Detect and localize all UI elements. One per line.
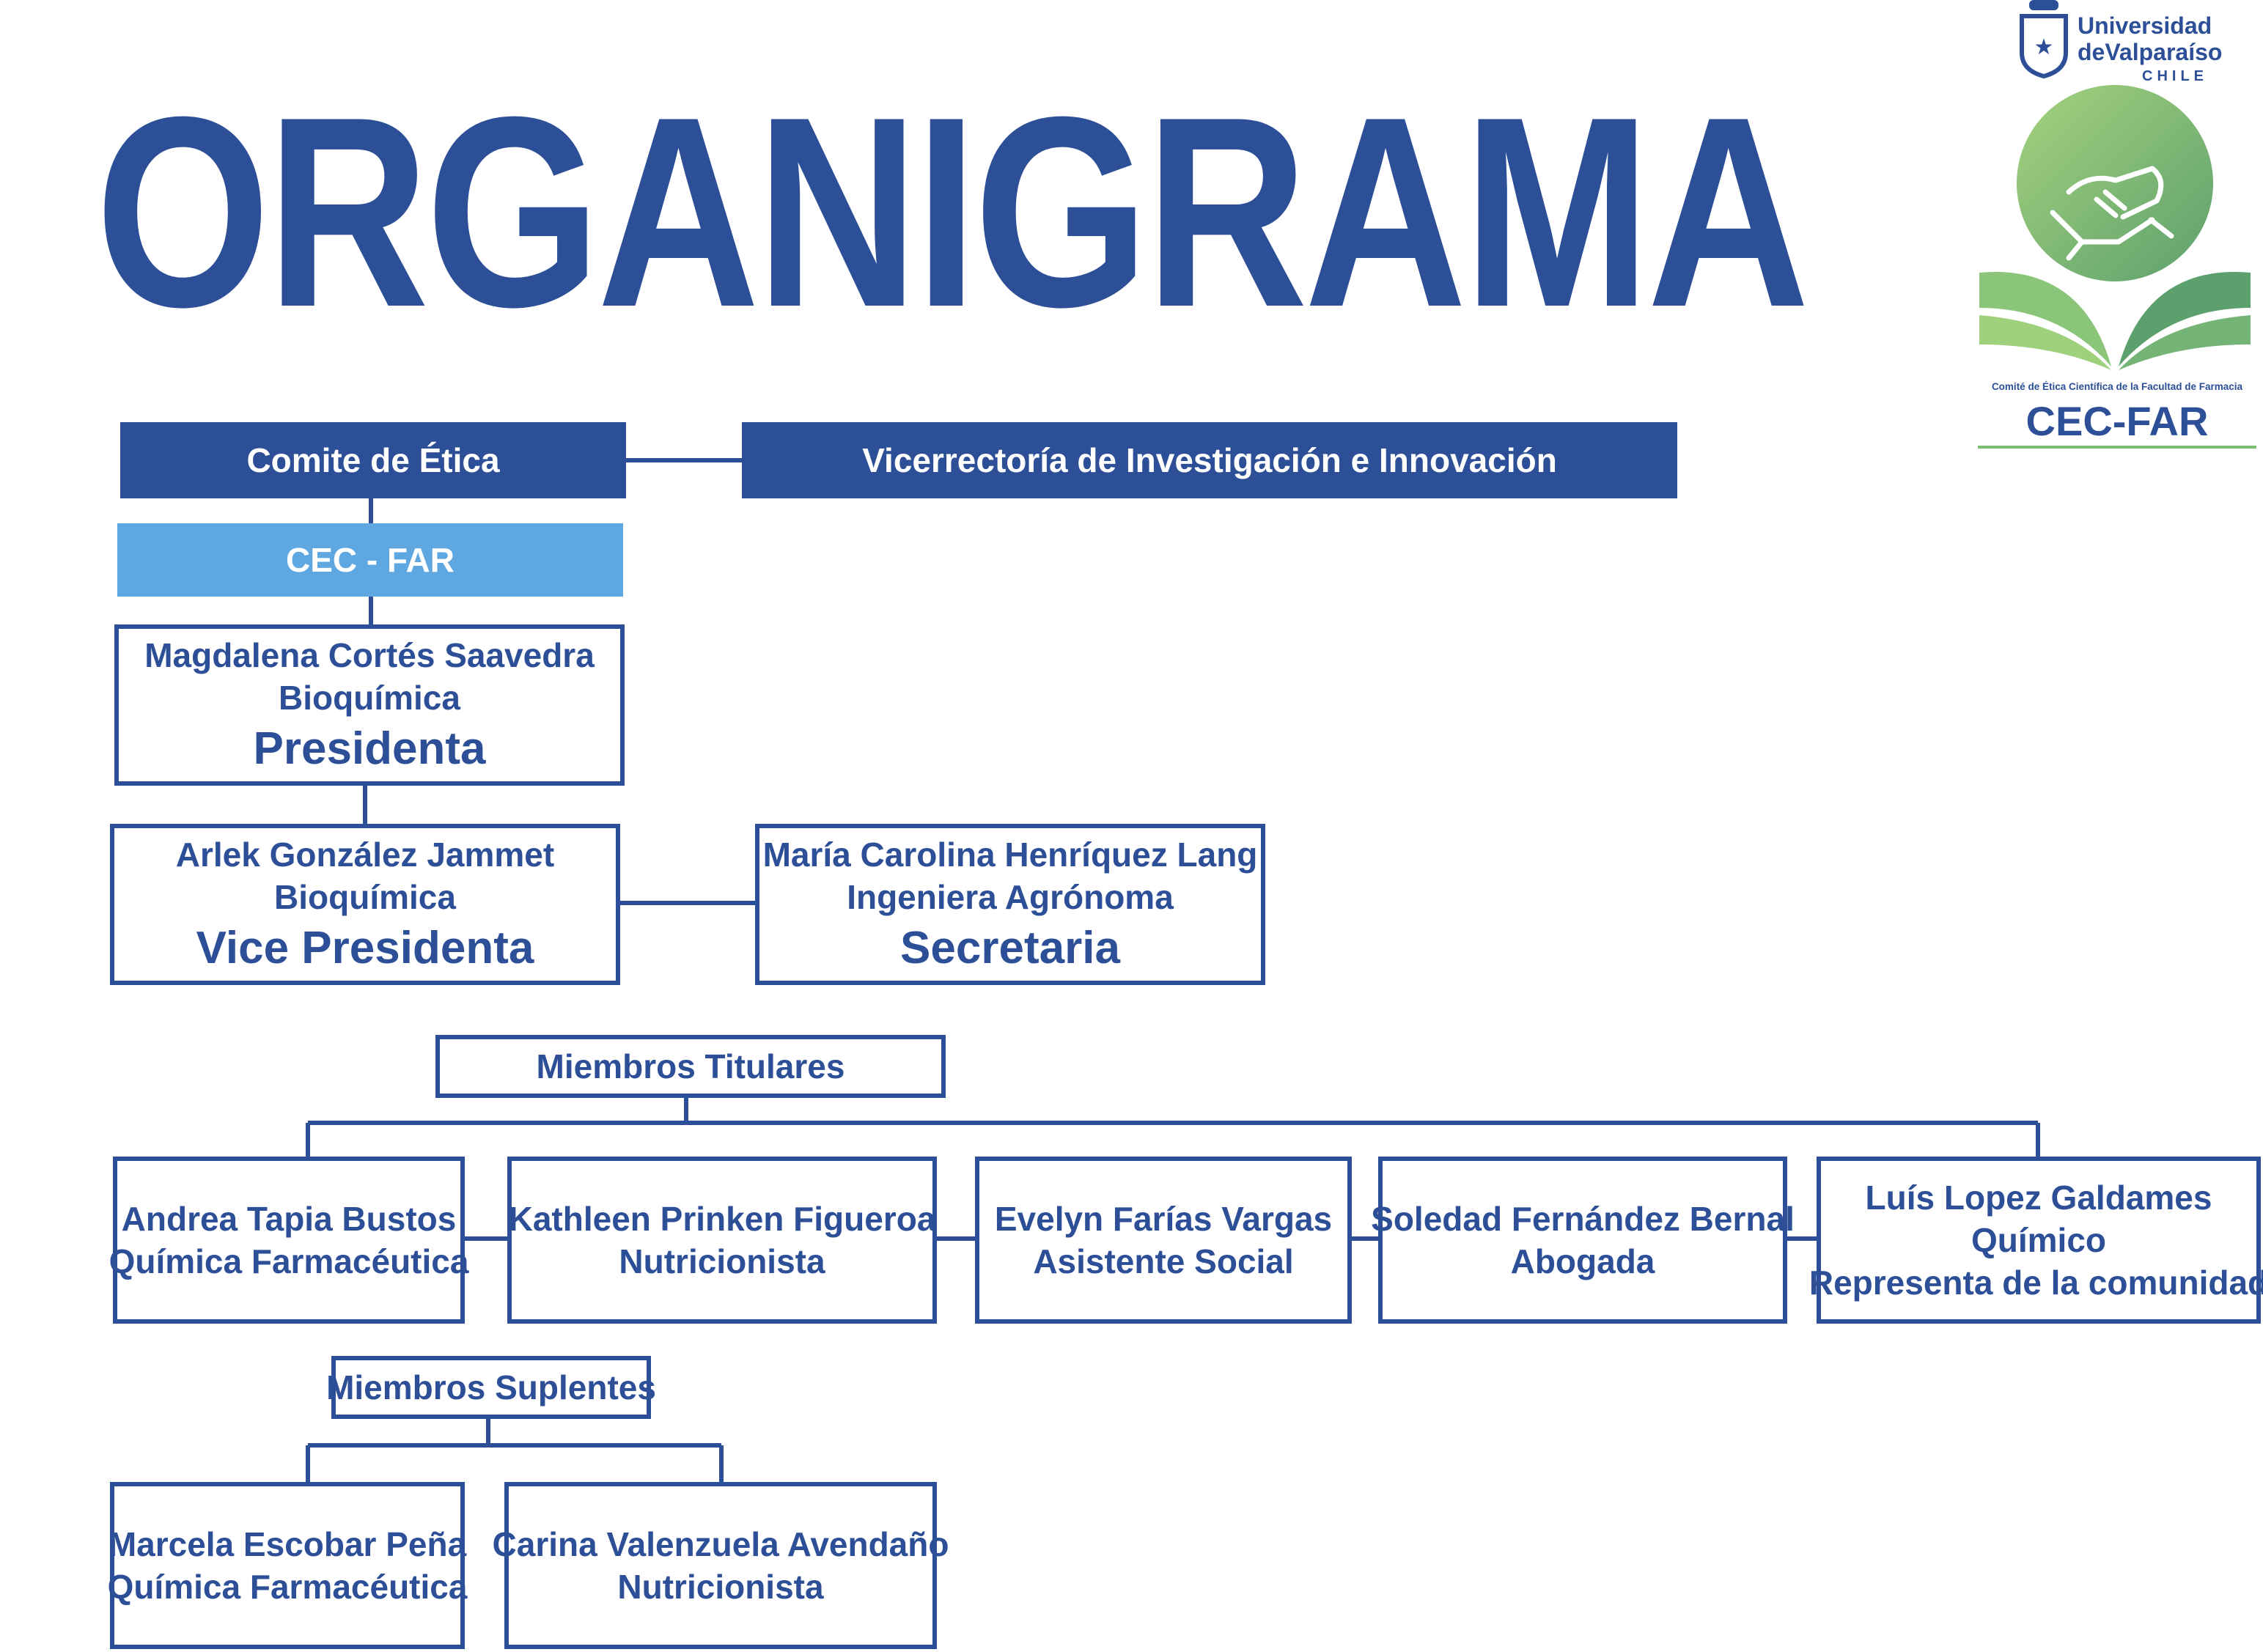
suplentes-label: Miembros Suplentes [326, 1368, 656, 1406]
university-line2: deValparaíso [2078, 39, 2222, 65]
committee-full-name: Comité de Ética Científica de la Faculta… [1992, 381, 2243, 392]
suplente-member-box: Carina Valenzuela Avendaño Nutricionista [493, 1482, 949, 1649]
page-title: ORGANIGRAMA [95, 61, 1810, 364]
member-extra: Representa de la comunidad [1808, 1264, 2263, 1302]
presidenta-profession: Bioquímica [279, 679, 460, 717]
member-profession: Químico [1971, 1221, 2107, 1259]
titulares-label: Miembros Titulares [536, 1047, 845, 1085]
member-name: Andrea Tapia Bustos [121, 1200, 457, 1238]
member-profession: Abogada [1510, 1242, 1655, 1280]
vicepresidenta-role: Vice Presidenta [196, 923, 534, 973]
comite-etica-label: Comite de Ética [246, 441, 500, 479]
presidenta-role: Presidenta [253, 723, 486, 774]
member-profession: Nutricionista [619, 1242, 825, 1280]
cec-far-box: CEC - FAR [117, 523, 623, 597]
comite-etica-box: Comite de Ética [120, 422, 626, 498]
vicepresidenta-profession: Bioquímica [274, 878, 456, 916]
member-profession: Química Farmacéutica [107, 1568, 468, 1606]
titular-member-box: Kathleen Prinken Figueroa Nutricionista [507, 1157, 937, 1324]
member-name: Evelyn Farías Vargas [994, 1200, 1333, 1238]
handshake-icon [2050, 166, 2174, 261]
university-line1: Universidad [2078, 12, 2212, 39]
member-name: Luís Lopez Galdames [1865, 1179, 2212, 1217]
titular-member-box: Andrea Tapia Bustos Química Farmacéutica [109, 1157, 468, 1324]
member-name: Marcela Escobar Peña [108, 1525, 467, 1563]
green-circle-icon [2017, 85, 2213, 281]
cec-far-logo: ★ Universidad deValparaíso CHILE Comité … [1978, 0, 2256, 449]
vicerrectoria-label: Vicerrectoría de Investigación e Innovac… [862, 441, 1557, 479]
vicerrectoria-box: Vicerrectoría de Investigación e Innovac… [742, 422, 1677, 498]
university-shield-icon: ★ [2020, 0, 2068, 79]
suplentes-label-box: Miembros Suplentes [326, 1356, 656, 1419]
titulares-label-box: Miembros Titulares [435, 1035, 946, 1098]
member-profession: Química Farmacéutica [108, 1242, 469, 1280]
secretaria-box: María Carolina Henríquez Lang Ingeniera … [755, 824, 1265, 985]
titular-member-box: Luís Lopez Galdames Químico Representa d… [1809, 1157, 2263, 1324]
presidenta-name: Magdalena Cortés Saavedra [144, 636, 595, 674]
suplente-member-box: Marcela Escobar Peña Química Farmacéutic… [107, 1482, 468, 1649]
member-profession: Asistente Social [1033, 1242, 1294, 1280]
member-name: Carina Valenzuela Avendaño [492, 1525, 949, 1563]
member-name: Soledad Fernández Bernal [1371, 1200, 1795, 1238]
vicepresidenta-box: Arlek González Jammet Bioquímica Vice Pr… [110, 824, 620, 985]
secretaria-profession: Ingeniera Agrónoma [847, 878, 1174, 916]
titular-member-box: Evelyn Farías Vargas Asistente Social [975, 1157, 1352, 1324]
presidenta-box: Magdalena Cortés Saavedra Bioquímica Pre… [114, 624, 625, 786]
university-line3: CHILE [2142, 68, 2208, 84]
svg-text:★: ★ [2034, 34, 2054, 60]
secretaria-role: Secretaria [900, 923, 1120, 973]
leaf-right-icon [2119, 272, 2251, 366]
vicepresidenta-name: Arlek González Jammet [175, 836, 555, 874]
committee-short-name: CEC-FAR [2026, 398, 2209, 444]
member-profession: Nutricionista [617, 1568, 824, 1606]
secretaria-name: María Carolina Henríquez Lang [762, 836, 1258, 874]
cec-far-label: CEC - FAR [286, 541, 455, 579]
member-name: Kathleen Prinken Figueroa [508, 1200, 936, 1238]
titular-member-box: Soledad Fernández Bernal Abogada [1371, 1157, 1795, 1324]
leaf-left-icon [1979, 272, 2111, 366]
